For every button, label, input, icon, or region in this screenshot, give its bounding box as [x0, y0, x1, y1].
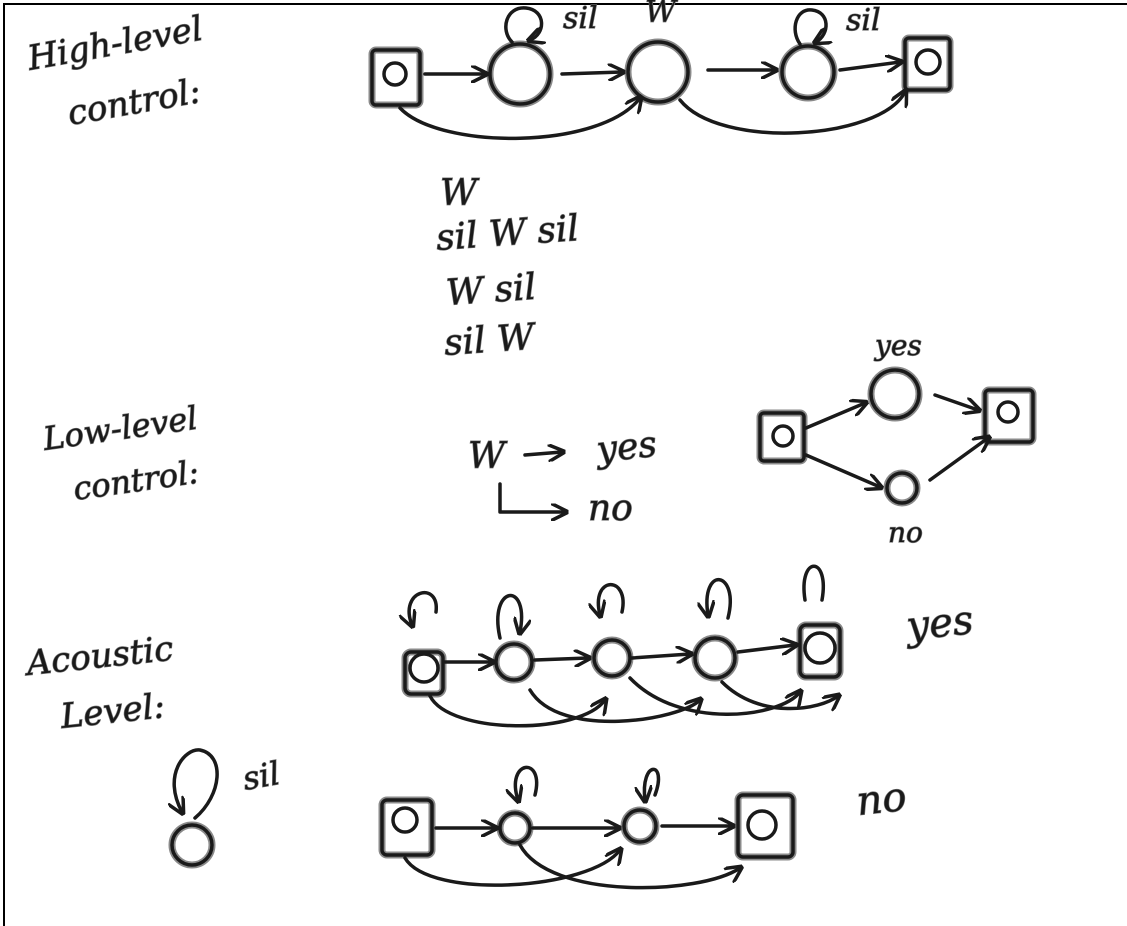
low-level-diagram: yes no	[756, 328, 1037, 550]
acoustic-label-line1: Acoustic	[22, 629, 175, 684]
skip-arrow	[428, 696, 605, 728]
skip-arrow	[398, 98, 640, 141]
skip-arrow	[678, 92, 905, 135]
arrow-edge	[533, 658, 588, 660]
end-state	[798, 623, 842, 679]
rule-source-word: W	[468, 436, 508, 477]
low-level-label-line1: Low-level	[40, 399, 200, 458]
start-state	[380, 798, 434, 857]
low-level-label-line2: control:	[71, 453, 201, 508]
self-loop	[174, 748, 219, 820]
self-loop	[802, 564, 825, 602]
page-frame	[3, 3, 1127, 926]
acoustic-level-label: Acoustic Level:	[21, 628, 176, 737]
self-loop	[496, 593, 522, 640]
yes-label: yes	[902, 597, 975, 650]
arrow-edge	[928, 438, 988, 482]
yes-label: yes	[873, 329, 922, 362]
sequence-item: W sil	[445, 267, 538, 314]
acoustic-label-line2: Level:	[58, 686, 167, 737]
hmm-state	[494, 642, 534, 682]
loop-label-sil: sil	[846, 3, 881, 38]
hmm-state	[622, 808, 658, 844]
hmm-state	[592, 638, 632, 678]
silence-state	[170, 823, 214, 867]
loop-label-sil: sil	[563, 1, 598, 36]
arrow-edge	[630, 654, 690, 658]
self-loop	[644, 767, 661, 800]
low-level-rules: W yes no	[467, 423, 659, 529]
sequence-item: sil W sil	[435, 208, 580, 259]
skip-arrow	[518, 843, 740, 890]
self-loop	[409, 591, 438, 625]
silence-model: sil	[170, 748, 283, 869]
hmm-state	[498, 811, 532, 845]
end-state	[736, 793, 795, 859]
self-loop	[515, 765, 539, 800]
start-state	[368, 46, 424, 109]
skip-arrow	[628, 676, 800, 716]
rule-arrow	[523, 452, 562, 455]
word-label: W	[645, 0, 678, 30]
arrow-edge	[933, 393, 978, 410]
arrow-edge	[804, 403, 865, 430]
rule-target-no: no	[588, 488, 633, 529]
high-level-label: High-level control:	[23, 8, 206, 134]
end-state	[983, 388, 1035, 444]
start-state	[403, 650, 445, 696]
word-sequence-list: W sil W sil W sil sil W	[434, 172, 581, 364]
no-state	[885, 471, 919, 505]
yes-state	[869, 368, 921, 420]
rule-branch-arrow	[498, 482, 565, 512]
skip-arrow	[528, 688, 700, 724]
start-state	[758, 411, 806, 463]
arrow-edge	[560, 72, 622, 74]
high-level-diagram: sil W sil	[368, 0, 954, 141]
self-loop	[707, 578, 732, 618]
end-state	[901, 34, 954, 94]
hmm-state	[693, 636, 737, 680]
arrow-edge	[838, 62, 900, 70]
sequence-item: W	[440, 173, 480, 214]
acoustic-no-diagram: no	[378, 765, 909, 890]
no-label: no	[854, 774, 908, 825]
self-loop	[598, 583, 625, 615]
arrow-edge	[804, 453, 880, 487]
high-level-label-line1: High-level	[24, 9, 206, 79]
rule-target-yes: yes	[593, 424, 659, 471]
skip-arrow	[720, 680, 838, 709]
word-state	[624, 38, 692, 106]
sequence-item: sil W	[443, 317, 539, 364]
high-level-label-line2: control:	[65, 71, 204, 134]
sil-label: sil	[240, 754, 283, 798]
silence-state-1	[486, 6, 554, 108]
silence-state-2	[778, 8, 838, 102]
skip-arrow	[403, 850, 620, 887]
acoustic-yes-diagram: yes	[403, 564, 976, 728]
arrow-edge	[736, 645, 795, 652]
low-level-label: Low-level control:	[39, 398, 201, 508]
no-label: no	[888, 516, 923, 549]
